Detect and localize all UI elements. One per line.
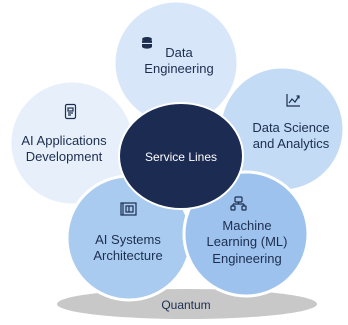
petal-line: AI Systems — [95, 232, 161, 247]
petal-line: Engineering — [212, 250, 282, 266]
center-ellipse — [118, 102, 244, 210]
trend-chart-icon — [286, 94, 300, 107]
petal-line: Engineering — [144, 61, 214, 77]
petal-label-data-science: Data Science and Analytics — [240, 120, 342, 153]
petal-label-machine-learning: Machine Learning (ML) Engineering — [194, 218, 300, 267]
database-icon — [142, 37, 152, 49]
blueprint-icon — [120, 202, 137, 216]
network-nodes-icon — [230, 196, 247, 211]
quantum-label: Quantum — [161, 298, 210, 312]
petal-machine-learning — [182, 170, 310, 298]
mobile-app-icon — [64, 103, 77, 120]
petal-label-data-engineering: Data Engineering — [131, 45, 227, 78]
petal-line: AI Applications — [21, 133, 107, 148]
petal-line: Data — [165, 45, 193, 60]
petal-label-ai-applications: AI Applications Development — [8, 133, 120, 166]
petal-line: Development — [25, 149, 103, 165]
center-label: Service Lines — [145, 150, 217, 164]
petal-label-ai-systems: AI Systems Architecture — [80, 232, 176, 265]
petal-line: Learning (ML) — [206, 234, 288, 250]
petal-line: Machine — [222, 218, 272, 233]
petal-line: Data Science — [252, 120, 330, 135]
petal-line: and Analytics — [252, 136, 330, 152]
petal-line: Architecture — [93, 248, 163, 264]
